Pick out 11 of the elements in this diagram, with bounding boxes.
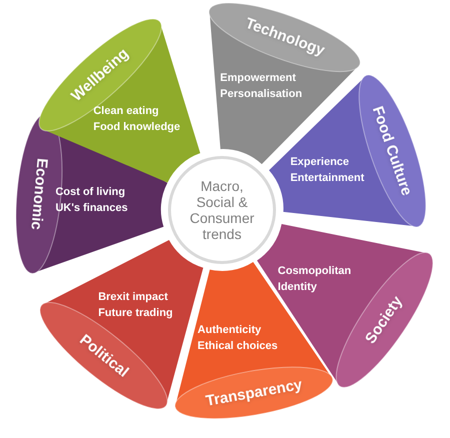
segment-text: Authenticity Ethical choices xyxy=(198,323,279,354)
segment-text: Clean eating Food knowledge xyxy=(93,104,182,136)
segment-text: Cost of living UK's finances xyxy=(55,184,129,216)
segment-text: Cosmopolitan Identity xyxy=(278,264,352,296)
segment-text: Empowerment Personalisation xyxy=(220,70,304,102)
segment-heading: Transparency xyxy=(204,376,305,410)
segment-heading: Economic xyxy=(26,156,52,232)
center-title: Macro, Social & Consumer trends xyxy=(188,178,256,242)
segment-heading: Food Culture xyxy=(368,103,416,200)
segment-text: Brexit impact Future trading xyxy=(98,290,174,321)
segment-text: Experience Entertainment xyxy=(290,155,366,186)
